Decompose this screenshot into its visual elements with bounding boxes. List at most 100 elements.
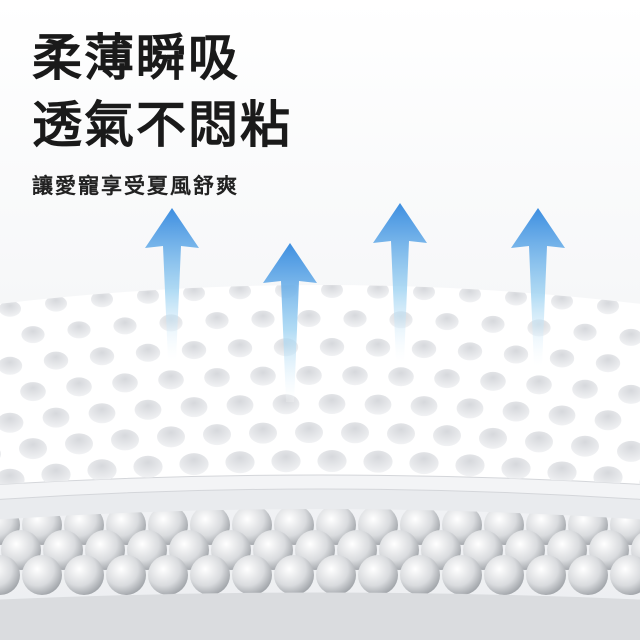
hole	[0, 468, 25, 485]
hole	[367, 285, 389, 299]
hole	[480, 371, 506, 391]
hole	[21, 326, 45, 344]
hole	[65, 433, 93, 455]
hole	[457, 342, 483, 361]
hole	[502, 401, 530, 422]
hole	[88, 403, 116, 424]
filler-ball	[484, 555, 524, 595]
hole	[45, 295, 67, 312]
hole	[204, 368, 230, 388]
filler-ball	[148, 555, 188, 595]
hole	[434, 369, 460, 389]
filler-ball	[358, 555, 398, 595]
hole	[249, 422, 277, 444]
hole	[134, 399, 162, 420]
hole	[501, 457, 531, 480]
hole	[364, 394, 392, 415]
filler-ball	[0, 555, 20, 595]
hole	[503, 345, 529, 364]
hole	[594, 410, 622, 431]
hole	[572, 379, 598, 399]
hole	[481, 315, 505, 333]
sheet-edge	[0, 489, 640, 520]
headline-line-1: 柔薄瞬吸	[32, 29, 240, 87]
hole	[363, 450, 393, 473]
hole	[409, 452, 439, 475]
filler-ball	[106, 555, 146, 595]
filler-ball	[568, 555, 608, 595]
arrow-up-icon	[263, 243, 317, 402]
hole	[87, 459, 117, 482]
hole	[205, 312, 229, 330]
arrow-up-icon	[373, 203, 427, 362]
hole	[619, 328, 640, 346]
hole	[89, 347, 115, 366]
hole	[595, 354, 621, 373]
hole	[135, 343, 161, 362]
hole	[319, 338, 345, 357]
filler-ball	[442, 555, 482, 595]
hole	[19, 438, 47, 460]
arrow-up-icon	[511, 208, 565, 366]
hole	[297, 310, 321, 328]
hole	[410, 396, 438, 417]
perforation-holes	[0, 285, 640, 485]
hole	[433, 425, 461, 447]
hole	[0, 412, 24, 433]
hole	[296, 366, 322, 386]
hole	[227, 339, 253, 358]
hole	[573, 323, 597, 341]
hole	[617, 440, 640, 462]
hole	[479, 427, 507, 449]
ball-layer	[0, 505, 640, 595]
hole	[137, 287, 159, 304]
hole	[343, 310, 367, 328]
sheet-band	[0, 474, 640, 500]
filler-ball	[526, 555, 566, 595]
hole	[179, 453, 209, 476]
hole	[158, 370, 184, 390]
hole	[295, 422, 323, 444]
hole	[226, 395, 254, 416]
hole	[43, 351, 69, 370]
hole	[41, 463, 71, 485]
hole	[91, 291, 113, 308]
hole	[229, 285, 251, 300]
hole	[113, 317, 137, 335]
filler-ball	[610, 555, 640, 595]
hole	[388, 367, 414, 387]
hole	[181, 341, 207, 360]
hole	[321, 285, 343, 299]
hole	[459, 286, 481, 303]
hole	[112, 373, 138, 393]
hole	[42, 407, 70, 428]
filler-ball	[232, 555, 272, 595]
hole	[342, 366, 368, 386]
hole	[317, 450, 347, 473]
filler-ball	[400, 555, 440, 595]
hole	[618, 384, 640, 404]
hole	[271, 450, 301, 473]
hole	[318, 394, 346, 415]
hole	[0, 356, 23, 375]
hole	[0, 300, 21, 317]
hole	[547, 461, 577, 484]
hole	[505, 289, 527, 306]
hole	[551, 293, 573, 310]
hole	[435, 313, 459, 331]
hole	[571, 435, 599, 457]
hole	[548, 405, 576, 426]
hole	[251, 310, 275, 328]
hole	[365, 338, 391, 357]
hole	[225, 451, 255, 474]
base-layer	[0, 592, 640, 640]
hole	[597, 298, 619, 315]
hole	[133, 455, 163, 478]
hole	[180, 397, 208, 418]
hole	[66, 377, 92, 397]
hole	[341, 422, 369, 444]
filler-ball	[22, 555, 62, 595]
filler-ball	[190, 555, 230, 595]
hole	[183, 285, 205, 302]
hole	[525, 431, 553, 453]
